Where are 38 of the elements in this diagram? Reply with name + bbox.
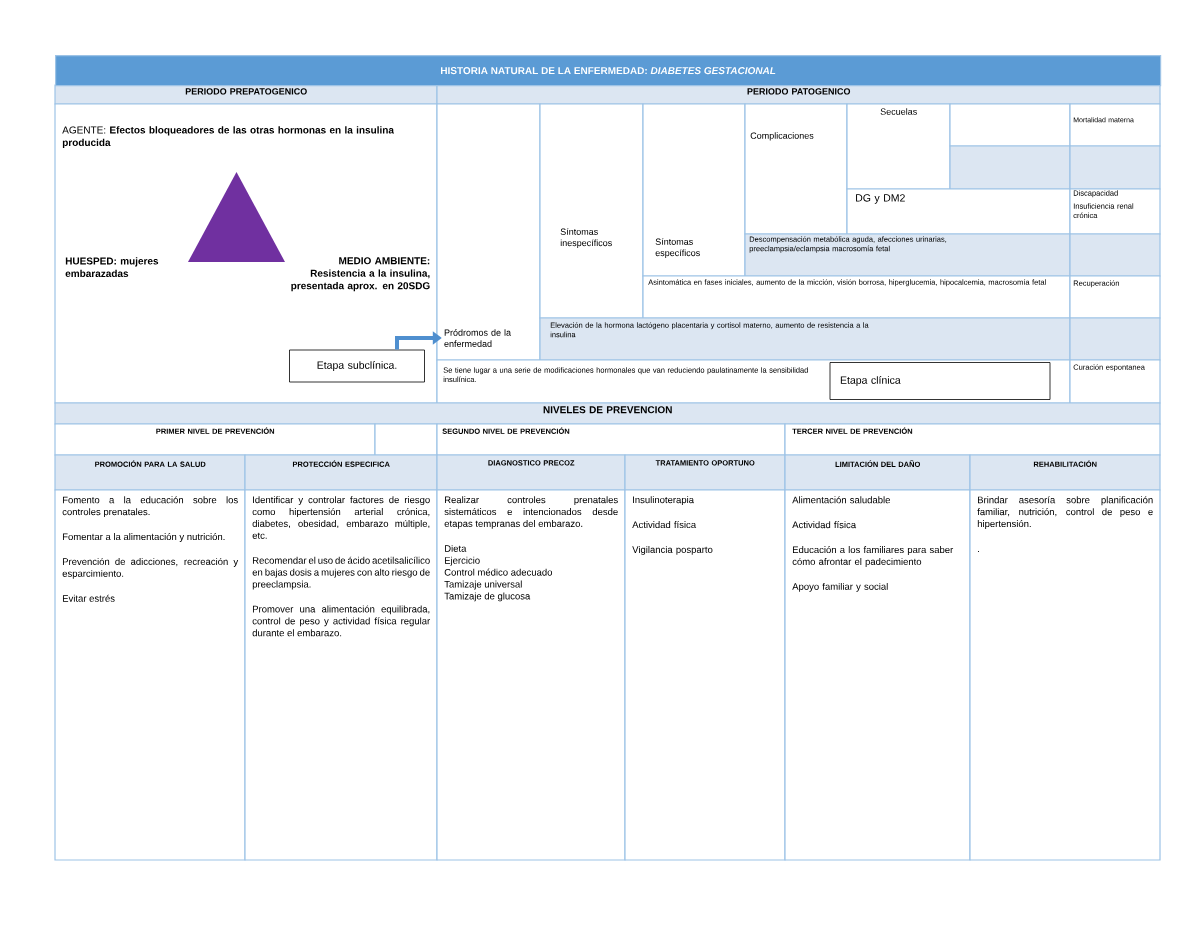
cell-text: Promover una alimentación equilibrada, control de peso y actividad física regular durante el embarazo. xyxy=(252,605,430,637)
cell-text: PERIODO PREPATOGENICO xyxy=(185,88,307,95)
cell-text: Fomento a la educación sobre los controles prenatales. xyxy=(62,496,238,518)
cell-text: Prevención de adicciones, recreación y esparcimiento. xyxy=(62,557,239,579)
title-bar: HISTORIA NATURAL DE LA ENFERMEDAD: DIABETES GESTACIONAL xyxy=(55,55,1162,87)
cell-text: NIVELES DE PREVENCION xyxy=(543,406,672,414)
cell-text: Realizar controles prenatales sistemáticos e intencionados desde etapas tempranas del embarazo. xyxy=(444,496,618,529)
cell-text: Alimentación saludable xyxy=(792,496,890,504)
cell-text: MEDIO AMBIENTE: Resistencia a la insulina, presentada aprox. en 20SDG xyxy=(291,257,430,292)
cell-text: Dieta xyxy=(445,544,467,552)
cell-text: DG y DM2 xyxy=(856,194,905,204)
cell-text: Identificar y controlar factores de riesgo como hipertensión arterial crónica, diabetes, obesidad, embarazo múltiple, etc. xyxy=(252,496,430,539)
cell-text: Vigilancia posparto xyxy=(632,546,713,555)
stage-box: Etapa clínica xyxy=(829,362,1051,400)
cell-text: Tamizaje de glucosa xyxy=(444,592,531,602)
cell-text: Educación a los familiares para saber cómo afrontar el padecimiento xyxy=(792,546,954,567)
cell-text: PERIODO PATOGENICO xyxy=(747,88,851,95)
cell-text: Complicaciones xyxy=(750,132,814,141)
cell-text: Síntomas específicos xyxy=(655,238,700,258)
cell-text: Apoyo familiar y social xyxy=(792,582,888,592)
cell-text: Evitar estrés xyxy=(63,594,115,602)
cell-text: Insulinoterapia xyxy=(633,496,694,506)
cell-text: . xyxy=(978,550,979,552)
cell-text: Fomentar a la alimentación y nutrición. xyxy=(63,533,225,542)
cell-text: Pródromos de la enfermedad xyxy=(444,329,511,347)
cell-text: Brindar asesoría sobre planificación familiar, nutrición, control de peso e hipertensión. xyxy=(977,496,1153,529)
cell-text: AGENTE: Efectos bloqueadores de las otras hormonas en la insulina producida xyxy=(62,126,394,148)
cell-text: Recomendar el uso de ácido acetilsalicílico en bajas dosis a mujeres con alto riesgo de preeclampsia. xyxy=(252,556,430,590)
cell-text: Tamizaje universal xyxy=(444,580,522,590)
triangle xyxy=(188,172,285,262)
cell-text: Actividad física xyxy=(792,521,857,529)
cell-text: Secuelas xyxy=(880,108,917,115)
cell-text: Actividad física xyxy=(632,521,697,529)
stage-box: Etapa subclínica. xyxy=(289,349,425,383)
cell-text: Control médico adecuado xyxy=(444,568,553,576)
cell-text: HUESPED: mujeres embarazadas xyxy=(65,257,159,278)
cell-text: Ejercicio xyxy=(445,556,480,566)
cell-text: Síntomas inespecíficos xyxy=(560,228,612,248)
